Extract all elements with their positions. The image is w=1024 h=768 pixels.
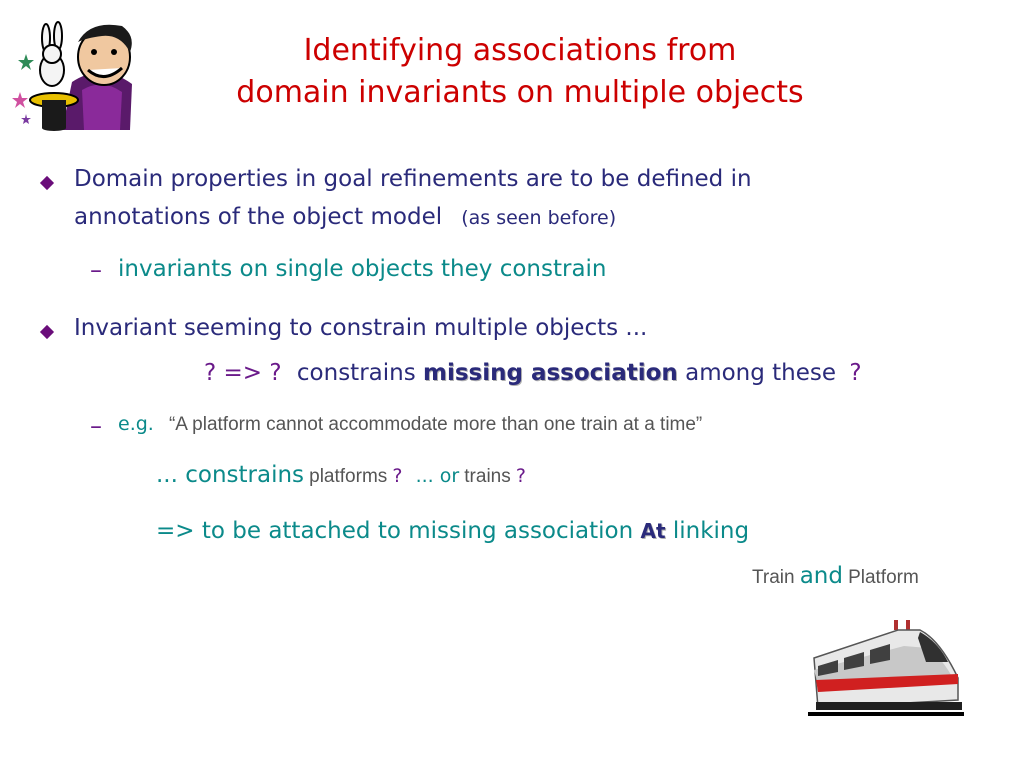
bullet-1-line-2: annotations of the object model (as seen… bbox=[74, 204, 617, 230]
train-icon bbox=[808, 620, 964, 716]
title-line-1: Identifying associations from bbox=[303, 33, 737, 68]
bullet-2-line-2: ? => ? constrains missing association am… bbox=[204, 360, 862, 386]
bullet-diamond-icon bbox=[39, 175, 55, 191]
bullet-1-note: (as seen before) bbox=[461, 207, 617, 229]
magician-with-rabbit-icon bbox=[12, 21, 132, 131]
sub-dash-icon: – bbox=[90, 412, 102, 440]
at-association-label: At bbox=[640, 519, 666, 543]
bullet-2-line-1: Invariant seeming to constrain multiple … bbox=[74, 315, 648, 341]
bullet-diamond-icon bbox=[39, 324, 55, 340]
example-line: e.g. “A platform cannot accommodate more… bbox=[118, 413, 703, 435]
slide-title: Identifying associations from domain inv… bbox=[150, 30, 890, 114]
sub-dash-icon: – bbox=[90, 256, 102, 284]
bullet-1-line-1: Domain properties in goal refinements ar… bbox=[74, 166, 752, 192]
sub-bullet-1: invariants on single objects they constr… bbox=[118, 256, 607, 282]
constrains-line: ... constrains platforms ? ... or trains… bbox=[156, 462, 526, 488]
title-line-2: domain invariants on multiple objects bbox=[236, 75, 804, 110]
missing-association-label: missing association bbox=[423, 360, 678, 386]
train-and-platform-line: Train and Platform bbox=[752, 563, 919, 589]
attach-line: => to be attached to missing association… bbox=[156, 518, 750, 544]
